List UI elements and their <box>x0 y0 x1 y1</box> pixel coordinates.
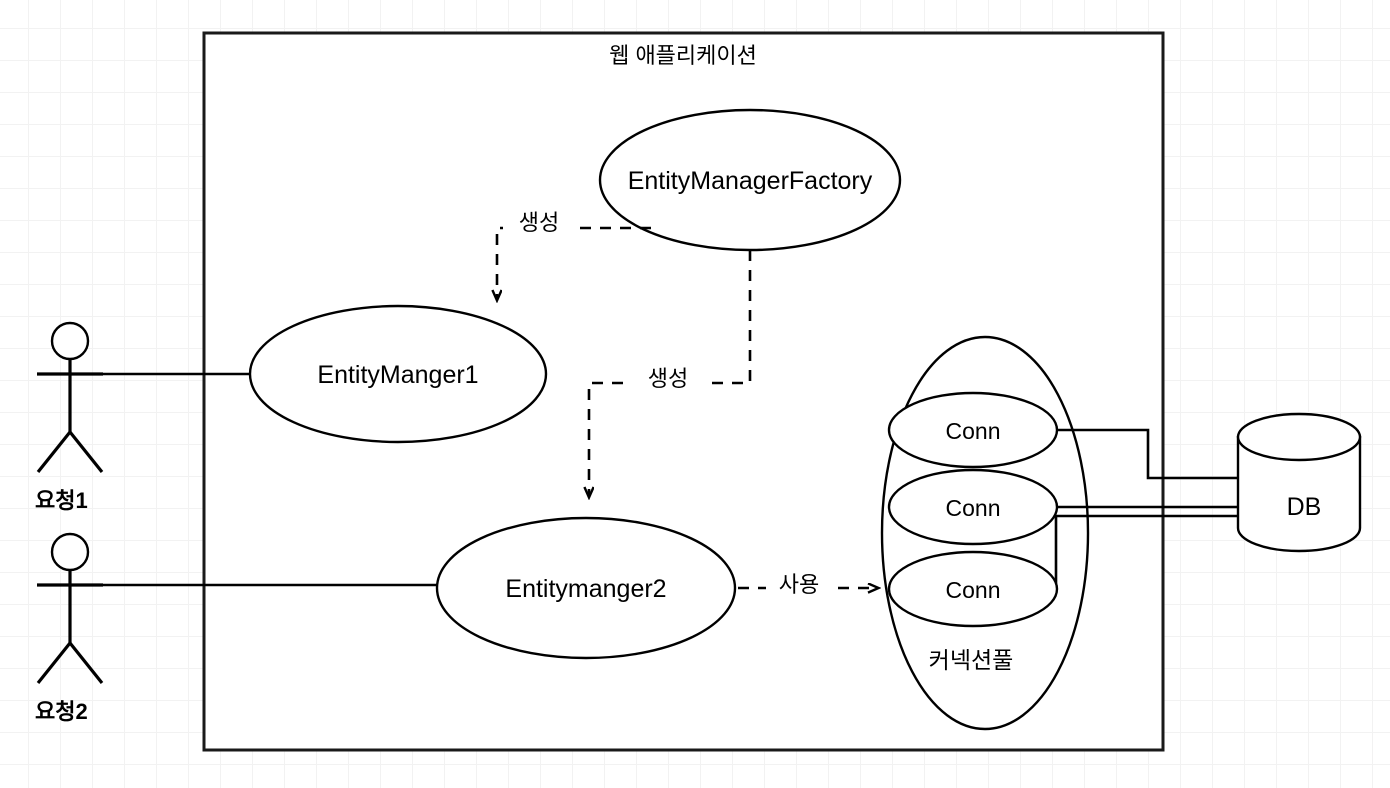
edge-label-backdrop-2 <box>632 364 704 394</box>
actor-right-leg-line <box>68 431 104 473</box>
actor-left-leg-line <box>36 431 72 473</box>
actor-request-1 <box>36 321 104 473</box>
actor-left-leg-line <box>36 642 72 684</box>
edge-conn1-to-db <box>1056 428 1238 480</box>
boundary-title: 웹 애플리케이션 <box>609 43 757 68</box>
edge-create-em2-label: 생성 <box>648 366 688 391</box>
db-cylinder-body <box>1236 435 1362 553</box>
node-conn-3[interactable] <box>887 550 1059 628</box>
conn-3-label: Conn <box>946 577 1001 603</box>
edge-label-backdrop-1 <box>503 208 575 238</box>
database-label: DB <box>1287 493 1322 521</box>
edge-create-entitymanager2 <box>589 250 752 497</box>
actor-request-2 <box>36 532 104 684</box>
entitymanager1-label: EntityManger1 <box>317 361 478 389</box>
node-database[interactable] <box>1236 412 1362 553</box>
edge-use-label: 사용 <box>779 572 819 597</box>
entitymanagerfactory-label: EntityManagerFactory <box>628 167 873 195</box>
node-entitymanager2[interactable] <box>435 516 737 660</box>
entitymanager2-label: Entitymanger2 <box>505 575 666 603</box>
conn-1-label: Conn <box>946 418 1001 444</box>
actor-1-label: 요청1 <box>35 488 88 513</box>
actor-head-icon <box>50 321 90 361</box>
edge-label-backdrop-3 <box>766 570 832 600</box>
actor-2-label: 요청2 <box>35 699 88 724</box>
connection-pool-label: 커넥션풀 <box>929 647 1014 673</box>
actor-right-leg-line <box>68 642 104 684</box>
node-conn-1[interactable] <box>887 391 1059 469</box>
actor-head-icon <box>50 532 90 572</box>
node-entitymanager1[interactable] <box>248 304 548 444</box>
conn-2-label: Conn <box>946 495 1001 521</box>
node-conn-2[interactable] <box>887 468 1059 546</box>
edge-create-em1-label: 생성 <box>519 210 559 235</box>
db-cylinder-top <box>1236 412 1362 462</box>
edge-create-entitymanager1 <box>497 226 651 300</box>
